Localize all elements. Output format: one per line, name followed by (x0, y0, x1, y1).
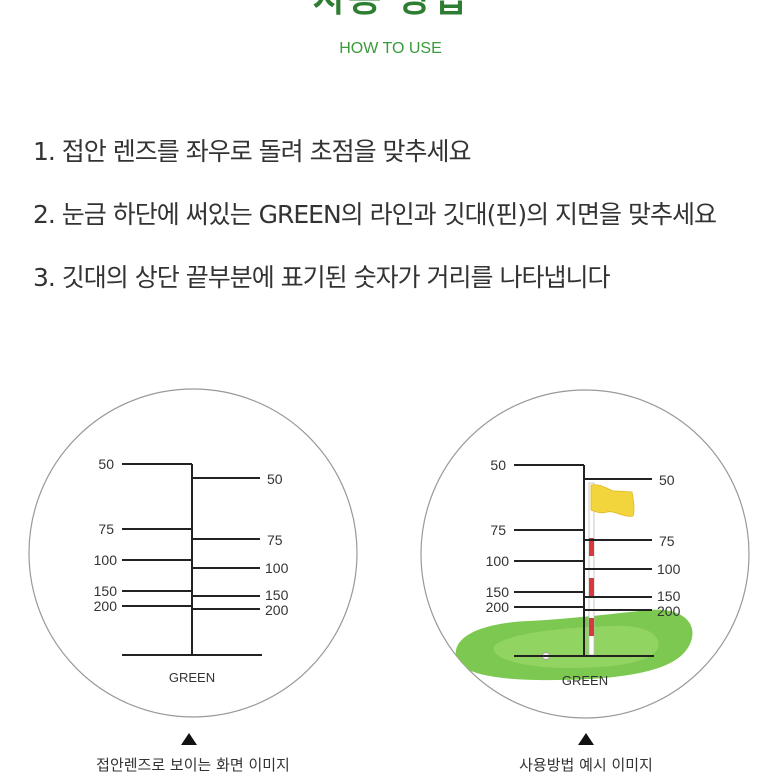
page-title: 사용 방법 (0, 0, 781, 22)
step-2: 2. 눈금 하단에 써있는 GREEN의 라인과 깃대(핀)의 지면을 맞추세요 (33, 200, 717, 229)
right-mark-50: 50 (659, 472, 675, 488)
right-mark-150: 150 (657, 588, 681, 604)
right-mark-100: 100 (265, 560, 289, 576)
page-subtitle: HOW TO USE (339, 40, 442, 57)
right-mark-200: 200 (657, 603, 681, 619)
left-mark-200: 200 (94, 598, 118, 614)
left-mark-100: 100 (94, 552, 118, 568)
left-mark-50: 50 (98, 456, 114, 472)
up-triangle-icon (578, 733, 594, 745)
left-mark-150: 150 (94, 583, 118, 599)
flag (590, 484, 635, 517)
eyepiece-view-diagram: 50 75 100 150 200 50 75 100 150 200 GREE… (28, 388, 358, 718)
up-triangle-icon (181, 733, 197, 745)
step-1: 1. 접안 렌즈를 좌우로 돌려 초점을 맞추세요 (33, 137, 472, 166)
usage-example-diagram: 50 75 100 150 200 50 75 100 150 200 GREE… (420, 389, 750, 719)
caption-right: 사용방법 예시 이미지 (519, 756, 653, 774)
green-label: GREEN (562, 673, 608, 688)
right-mark-75: 75 (267, 532, 283, 548)
left-mark-75: 75 (490, 522, 506, 538)
right-mark-50: 50 (267, 471, 283, 487)
step-3: 3. 깃대의 상단 끝부분에 표기된 숫자가 거리를 나타냅니다 (33, 263, 610, 292)
right-mark-150: 150 (265, 587, 289, 603)
left-mark-150: 150 (486, 584, 510, 600)
left-mark-50: 50 (490, 457, 506, 473)
left-mark-75: 75 (98, 521, 114, 537)
left-mark-200: 200 (486, 599, 510, 615)
caption-left: 접안렌즈로 보이는 화면 이미지 (96, 756, 290, 774)
right-mark-75: 75 (659, 533, 675, 549)
right-mark-100: 100 (657, 561, 681, 577)
right-mark-200: 200 (265, 602, 289, 618)
left-mark-100: 100 (486, 553, 510, 569)
green-label: GREEN (169, 670, 215, 685)
